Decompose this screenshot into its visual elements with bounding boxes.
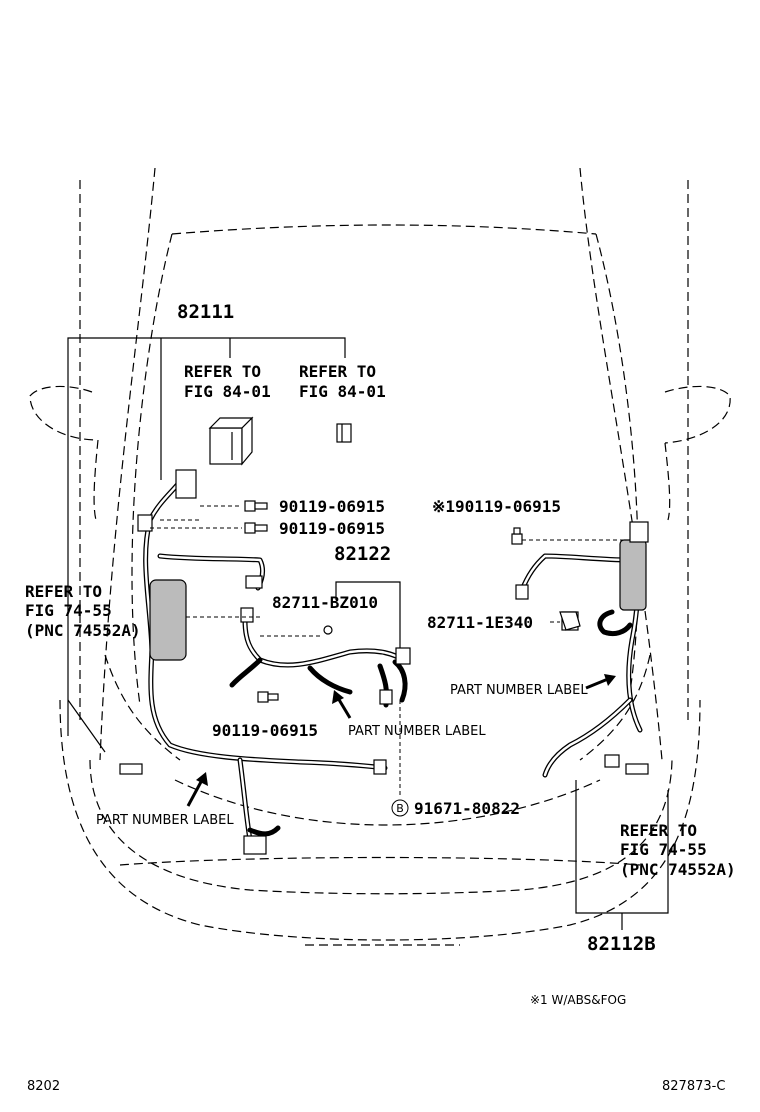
refer-b-line2: FIG 84-01 bbox=[299, 382, 386, 401]
refer-right-line3: (PNC 74552A) bbox=[620, 860, 736, 879]
pnc-82112b: 82112B bbox=[587, 933, 656, 955]
clip-label-bz010: 82711-BZ010 bbox=[272, 593, 378, 612]
bracket-82122 bbox=[335, 581, 401, 795]
bolt-label-2: 90119-06915 bbox=[279, 519, 385, 538]
center-harness bbox=[229, 607, 411, 708]
bolt-label-3: ※190119-06915 bbox=[432, 497, 561, 516]
bolt-icon-3 bbox=[511, 527, 628, 545]
refer-left-line1: REFER TO bbox=[25, 582, 102, 601]
refer-left-line2: FIG 74-55 bbox=[25, 601, 112, 620]
refer-b-line1: REFER TO bbox=[299, 362, 376, 381]
bolt-icon-2 bbox=[150, 522, 268, 534]
bolt-label-b: 91671-80822 bbox=[414, 799, 520, 818]
refer-a-line2: FIG 84-01 bbox=[184, 382, 271, 401]
page-code: 8202 bbox=[27, 1079, 60, 1094]
refer-right-line1: REFER TO bbox=[620, 821, 697, 840]
bracket-82112b bbox=[575, 780, 669, 930]
figure-code: 827873-C bbox=[662, 1079, 725, 1094]
refer-right-line2: FIG 74-55 bbox=[620, 840, 707, 859]
left-harness bbox=[137, 469, 388, 855]
refer-left-line3: (PNC 74552A) bbox=[25, 621, 141, 640]
pnc-82122: 82122 bbox=[334, 543, 391, 565]
footnote: ※1 W/ABS&FOG bbox=[530, 993, 626, 1007]
right-harness bbox=[515, 521, 649, 778]
bracket-82111 bbox=[67, 337, 346, 753]
part-label-right: PART NUMBER LABEL bbox=[450, 683, 588, 698]
pnc-82111: 82111 bbox=[177, 301, 234, 323]
refer-a-line1: REFER TO bbox=[184, 362, 261, 381]
arrow-icon-center-label bbox=[332, 690, 352, 719]
relay-block-icon bbox=[208, 416, 254, 466]
bolt-icon-1 bbox=[200, 500, 268, 512]
b-marker-icon: B bbox=[391, 799, 409, 817]
clip-icon-bz010 bbox=[260, 625, 333, 637]
leader-lines bbox=[160, 519, 560, 623]
part-label-left: PART NUMBER LABEL bbox=[96, 813, 234, 828]
b-marker-text: B bbox=[396, 802, 404, 815]
part-label-center: PART NUMBER LABEL bbox=[348, 724, 486, 739]
bolt-icon-4 bbox=[257, 691, 279, 703]
arrow-icon-right-label bbox=[585, 674, 616, 690]
bolt-label-4: 90119-06915 bbox=[212, 721, 318, 740]
clip-icon-1e340 bbox=[559, 611, 581, 631]
fuse-icon bbox=[336, 423, 352, 443]
clip-label-1e340: 82711-1E340 bbox=[427, 613, 533, 632]
vehicle-outline bbox=[29, 167, 731, 946]
bolt-label-1: 90119-06915 bbox=[279, 497, 385, 516]
arrow-icon-left-label bbox=[186, 772, 208, 807]
